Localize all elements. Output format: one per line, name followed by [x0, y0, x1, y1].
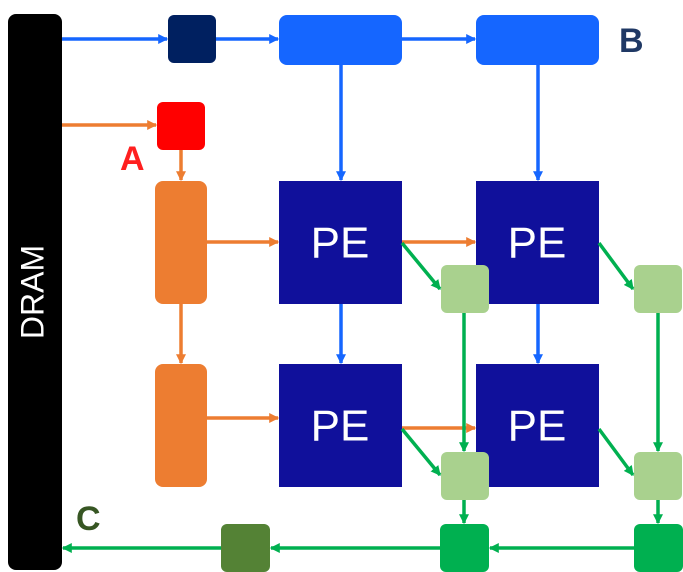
- green-arrow-pe-r1c1-to-buffer: [400, 241, 442, 291]
- light-green-buffer-r2c2: [634, 452, 682, 500]
- orange-buffer-row2: [155, 364, 207, 487]
- pe-label-r2c1: PE: [311, 402, 370, 451]
- pe-r1c1: [279, 181, 402, 304]
- pe-label-r1c1: PE: [311, 219, 370, 268]
- label-c: C: [76, 500, 101, 538]
- dark-green-buffer-c: [221, 524, 270, 572]
- green-arrow-pe-r1c2-to-buffer: [597, 241, 635, 291]
- pe-r1c2: [476, 181, 599, 304]
- green-arrow-pe-r2c1-to-buffer: [400, 427, 442, 477]
- dram-bar: [8, 14, 62, 570]
- red-buffer-a: [157, 102, 205, 150]
- pe-r2c1: [279, 364, 402, 487]
- green-buffer-col2: [634, 524, 683, 572]
- pe-label-r2c2: PE: [508, 402, 567, 451]
- light-green-buffer-r2c1: [441, 452, 489, 500]
- orange-buffer-row1: [155, 181, 207, 304]
- blue-buffer-col2: [476, 15, 599, 65]
- dram-label: DRAM: [14, 245, 50, 339]
- pe-r2c2: [476, 364, 599, 487]
- navy-buffer-b: [168, 15, 216, 63]
- light-green-buffer-r1c2: [634, 265, 682, 313]
- green-arrow-pe-r2c2-to-buffer: [597, 427, 635, 477]
- pe-label-r1c2: PE: [508, 219, 567, 268]
- light-green-buffer-r1c1: [441, 265, 489, 313]
- green-buffer-col1: [440, 524, 489, 572]
- blue-buffer-col1: [279, 15, 402, 65]
- label-b: B: [619, 22, 644, 60]
- label-a: A: [120, 140, 145, 178]
